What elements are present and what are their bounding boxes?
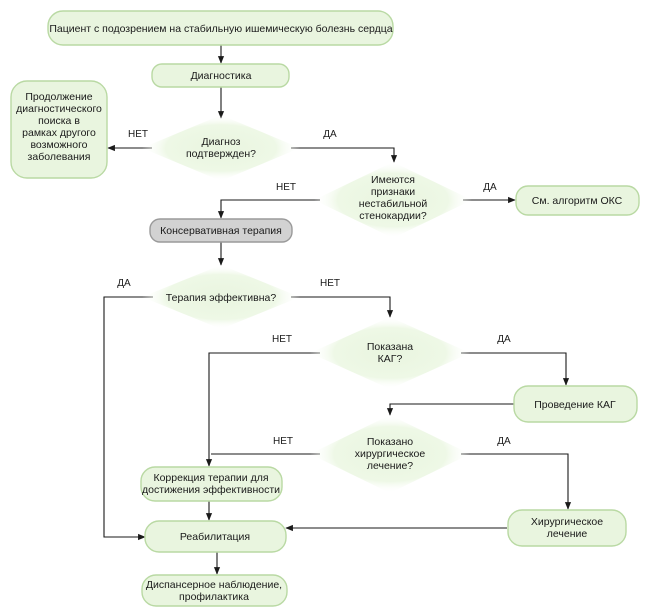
text-line: КАГ? bbox=[378, 353, 403, 365]
text-line: Коррекция терапии для bbox=[153, 472, 268, 484]
text-line: лечение? bbox=[367, 460, 413, 472]
text-line: Показана bbox=[367, 341, 413, 353]
text-line: нестабильной bbox=[359, 198, 428, 210]
conservative-therapy-box: Консервативная терапия bbox=[149, 218, 293, 243]
text-line: Пациент с подозрением на стабильную ишем… bbox=[49, 23, 392, 35]
label-surgery-yes: ДА bbox=[497, 436, 511, 447]
text-line: лечение bbox=[547, 528, 588, 540]
edge-unstable-no bbox=[217, 199, 320, 219]
rehabilitation-box: Реабилитация bbox=[144, 520, 287, 553]
edge-labels: НЕТ ДА НЕТ ДА ДА НЕТ НЕТ ДА НЕТ ДА bbox=[117, 129, 511, 447]
oks-algorithm-text: См. алгоритм ОКС bbox=[532, 195, 623, 207]
therapy-effective-text: Терапия эффективна? bbox=[166, 292, 277, 304]
perform-kag-text: Проведение КАГ bbox=[534, 399, 616, 411]
label-surgery-no: НЕТ bbox=[273, 436, 293, 447]
text-line: диагностического bbox=[16, 103, 102, 115]
diagnostics-text: Диагностика bbox=[191, 70, 252, 82]
edge-kag-no bbox=[205, 352, 320, 467]
edge-effective-no bbox=[291, 296, 394, 318]
diagnostics-box: Диагностика bbox=[151, 63, 290, 88]
label-diag-no: НЕТ bbox=[128, 129, 148, 140]
edge-surgery-yes bbox=[461, 453, 572, 510]
text-line: достижения эффективности bbox=[142, 484, 280, 496]
text-line: Реабилитация bbox=[180, 531, 250, 543]
dispensary-text: Диспансерное наблюдение,профилактика bbox=[146, 579, 282, 603]
text-line: Имеются bbox=[371, 174, 415, 186]
text-line: поиска в bbox=[38, 115, 80, 127]
text-line: Продолжение bbox=[25, 91, 92, 103]
label-effective-no: НЕТ bbox=[320, 278, 340, 289]
text-line: рамках другого bbox=[22, 127, 96, 139]
label-unstable-yes: ДА bbox=[483, 182, 497, 193]
rehabilitation-text: Реабилитация bbox=[180, 531, 250, 543]
text-line: Диспансерное наблюдение, bbox=[146, 579, 282, 591]
text-line: стенокардии? bbox=[359, 210, 427, 222]
oks-algorithm-box: См. алгоритм ОКС bbox=[515, 185, 640, 216]
perform-kag-box: Проведение КАГ bbox=[513, 385, 638, 423]
edge-confirmed-yes bbox=[291, 147, 398, 163]
text-line: возможного bbox=[30, 139, 87, 151]
text-line: подтвержден? bbox=[186, 148, 256, 160]
text-line: См. алгоритм ОКС bbox=[532, 195, 623, 207]
text-line: Диагностика bbox=[191, 70, 252, 82]
text-line: Показано bbox=[367, 436, 413, 448]
text-line: хирургическое bbox=[355, 448, 426, 460]
edge-effective-yes bbox=[103, 296, 153, 541]
text-line: Проведение КАГ bbox=[534, 399, 616, 411]
dispensary-box: Диспансерное наблюдение,профилактика bbox=[141, 574, 288, 607]
text-line: заболевания bbox=[28, 151, 91, 163]
edge-kag-yes bbox=[461, 352, 570, 386]
therapy-effective-decision: Терапия эффективна? bbox=[142, 265, 300, 329]
connectors bbox=[103, 45, 572, 575]
text-line: признаки bbox=[371, 186, 415, 198]
start-text: Пациент с подозрением на стабильную ишем… bbox=[49, 23, 392, 35]
text-line: Диагноз bbox=[202, 136, 241, 148]
label-kag-yes: ДА bbox=[497, 334, 511, 345]
label-diag-yes: ДА bbox=[323, 129, 337, 140]
text-line: Хирургическое bbox=[531, 516, 603, 528]
conservative-therapy-text: Консервативная терапия bbox=[160, 225, 282, 237]
edge-kag-surgery bbox=[386, 403, 514, 416]
label-kag-no: НЕТ bbox=[272, 334, 292, 345]
text-line: Консервативная терапия bbox=[160, 225, 282, 237]
text-line: профилактика bbox=[179, 591, 249, 603]
label-unstable-no: НЕТ bbox=[276, 182, 296, 193]
start-box: Пациент с подозрением на стабильную ишем… bbox=[47, 10, 394, 46]
label-effective-yes: ДА bbox=[117, 278, 131, 289]
text-line: Терапия эффективна? bbox=[166, 292, 277, 304]
